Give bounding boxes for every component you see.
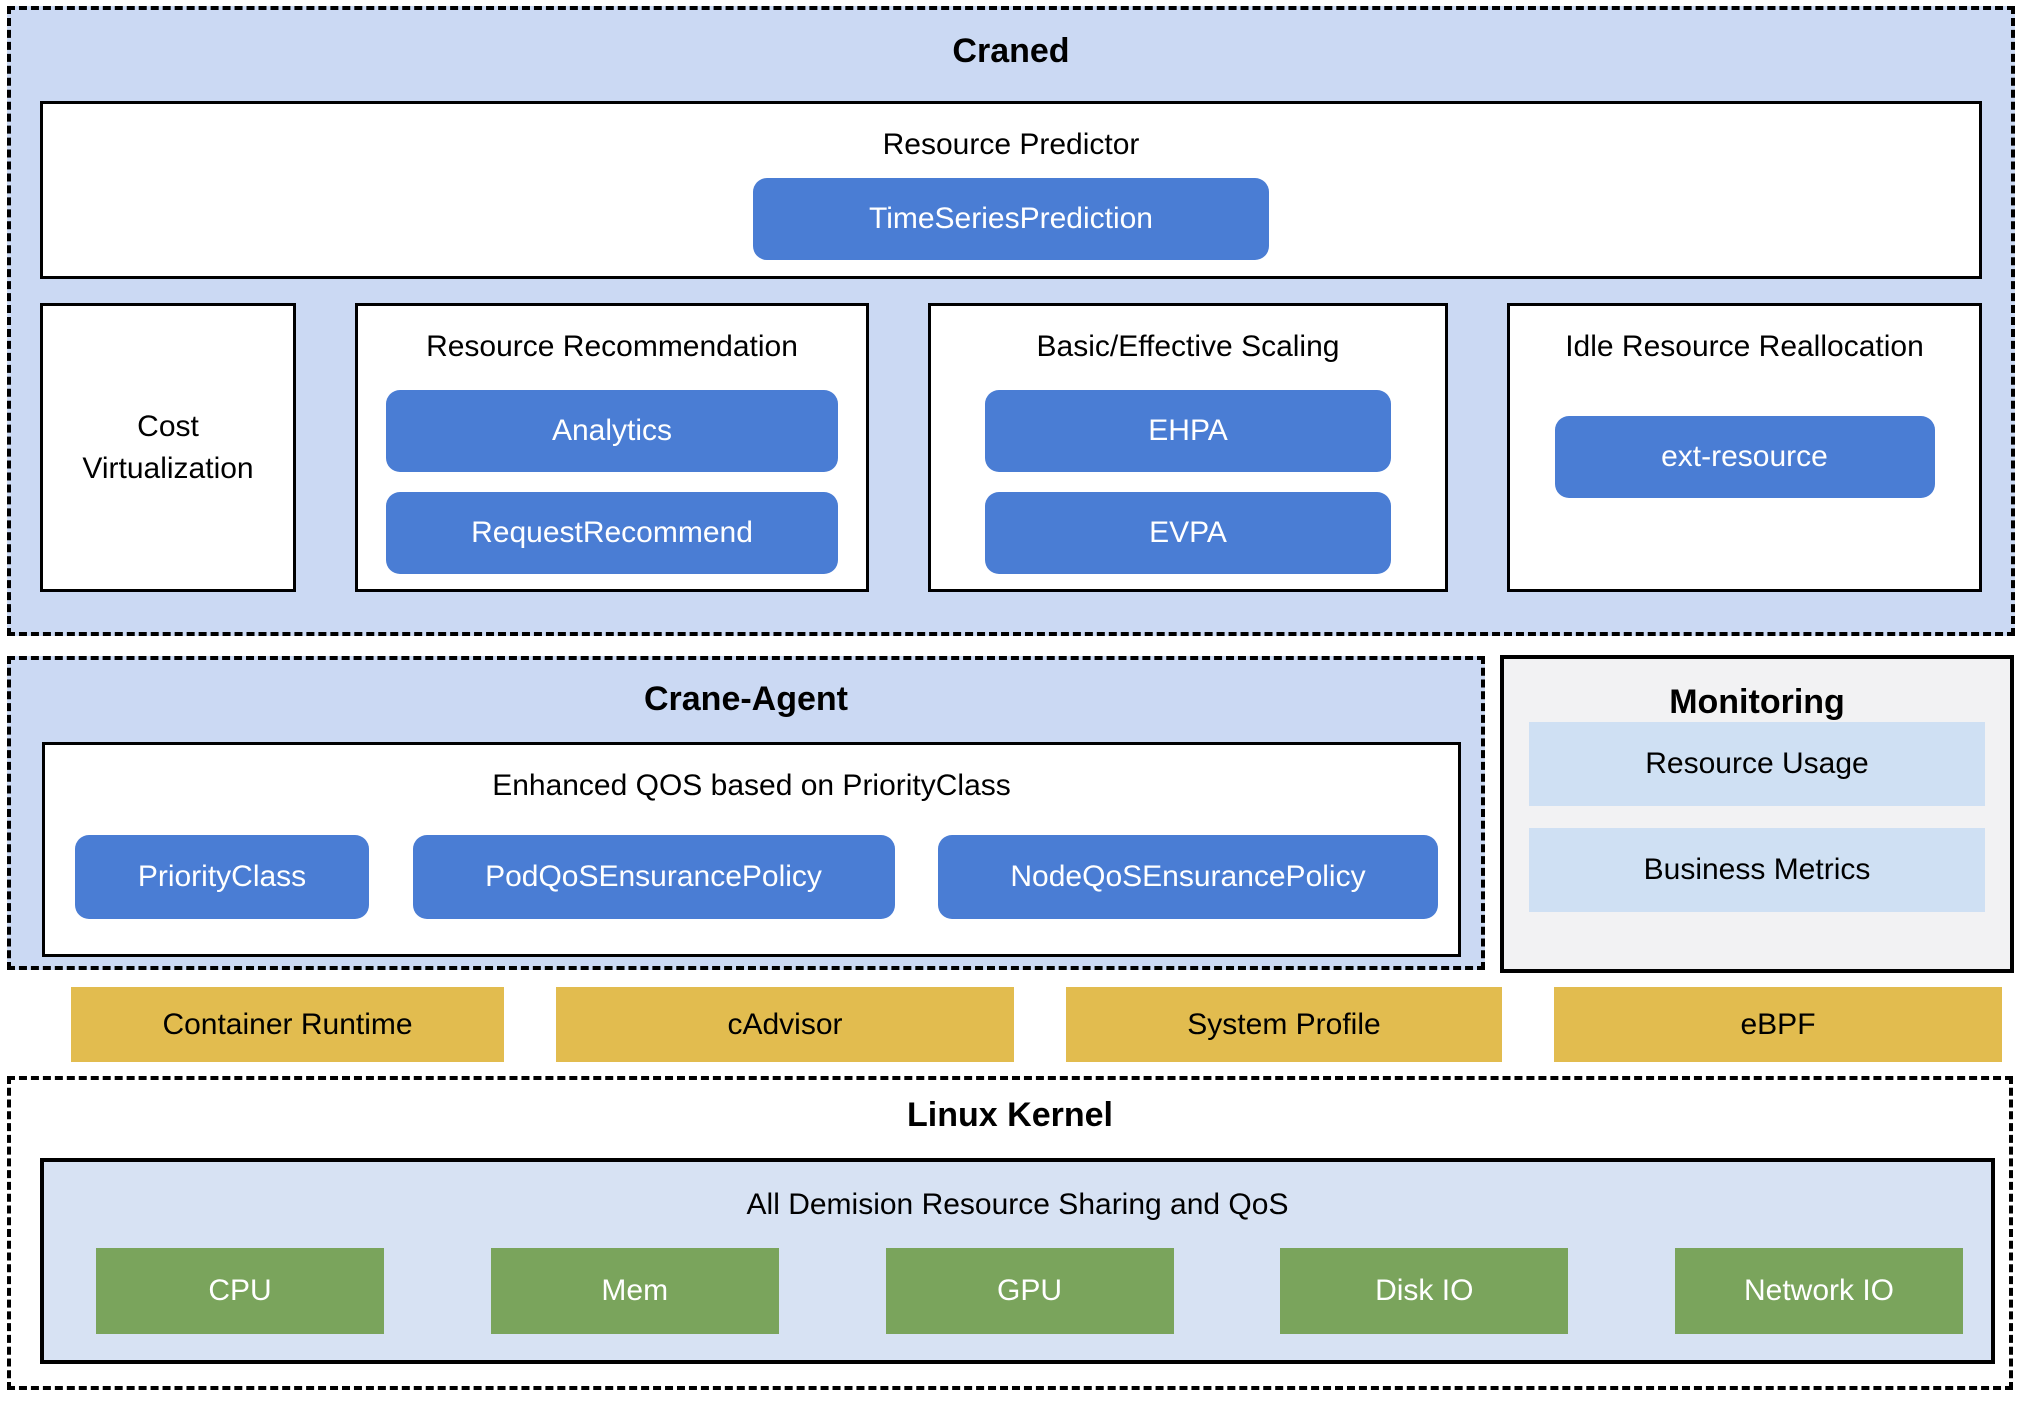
- system-profile-bar: System Profile: [1066, 987, 1502, 1062]
- requestrecommend-node: RequestRecommend: [386, 492, 838, 574]
- enhanced-qos-label: Enhanced QOS based on PriorityClass: [492, 769, 1011, 802]
- craned-section: Craned Resource Predictor TimeSeriesPred…: [7, 6, 2015, 636]
- cpu-box: CPU: [96, 1248, 384, 1334]
- cadvisor-bar: cAdvisor: [556, 987, 1014, 1062]
- cost-virtualization-label-line2: Virtualization: [82, 451, 254, 485]
- network-io-box: Network IO: [1675, 1248, 1963, 1334]
- enhanced-qos-box: Enhanced QOS based on PriorityClass Prio…: [42, 742, 1461, 957]
- linux-kernel-section: Linux Kernel All Demision Resource Shari…: [7, 1076, 2013, 1390]
- craned-feature-row: Cost Virtualization Resource Recommendat…: [40, 303, 1982, 592]
- idle-resource-reallocation-box: Idle Resource Reallocation ext-resource: [1507, 303, 1982, 592]
- resource-sharing-box: All Demision Resource Sharing and QoS CP…: [40, 1158, 1995, 1364]
- resource-predictor-box: Resource Predictor TimeSeriesPrediction: [40, 101, 1982, 279]
- timeseriesprediction-node: TimeSeriesPrediction: [753, 178, 1269, 260]
- resource-predictor-label: Resource Predictor: [882, 128, 1140, 161]
- monitoring-section: Monitoring Resource Usage Business Metri…: [1500, 655, 2014, 973]
- resource-recommendation-box: Resource Recommendation Analytics Reques…: [355, 303, 869, 592]
- ebpf-bar: eBPF: [1554, 987, 2002, 1062]
- idle-resource-reallocation-label: Idle Resource Reallocation: [1565, 330, 1924, 363]
- cost-virtualization-label-line1: Cost: [137, 409, 199, 443]
- podqosensurancepolicy-node: PodQoSEnsurancePolicy: [412, 835, 895, 919]
- disk-io-box: Disk IO: [1280, 1248, 1569, 1334]
- resource-sharing-label: All Demision Resource Sharing and QoS: [746, 1188, 1289, 1221]
- crane-agent-title: Crane-Agent: [643, 680, 849, 718]
- node-components-row: Container Runtime cAdvisor System Profil…: [71, 987, 2002, 1062]
- basic-effective-scaling-label: Basic/Effective Scaling: [1036, 330, 1340, 363]
- ext-resource-node: ext-resource: [1554, 416, 1935, 498]
- craned-title: Craned: [952, 32, 1070, 70]
- priorityclass-node: PriorityClass: [75, 835, 369, 919]
- mem-box: Mem: [490, 1248, 779, 1334]
- evpa-node: EVPA: [985, 492, 1391, 574]
- basic-effective-scaling-box: Basic/Effective Scaling EHPA EVPA: [928, 303, 1448, 592]
- linux-kernel-title: Linux Kernel: [907, 1096, 1113, 1134]
- resource-usage-item: Resource Usage: [1529, 722, 1985, 806]
- analytics-node: Analytics: [386, 390, 838, 472]
- resource-recommendation-label: Resource Recommendation: [426, 330, 798, 363]
- business-metrics-item: Business Metrics: [1529, 828, 1985, 912]
- crane-agent-section: Crane-Agent Enhanced QOS based on Priori…: [7, 656, 1485, 970]
- qos-policy-row: PriorityClass PodQoSEnsurancePolicy Node…: [75, 835, 1438, 919]
- cost-virtualization-box: Cost Virtualization: [40, 303, 296, 592]
- gpu-box: GPU: [885, 1248, 1174, 1334]
- kernel-resources-row: CPU Mem GPU Disk IO Network IO: [96, 1248, 1963, 1334]
- container-runtime-bar: Container Runtime: [71, 987, 504, 1062]
- monitoring-title: Monitoring: [1669, 683, 1845, 721]
- nodeqosensurancepolicy-node: NodeQoSEnsurancePolicy: [938, 835, 1438, 919]
- ehpa-node: EHPA: [985, 390, 1391, 472]
